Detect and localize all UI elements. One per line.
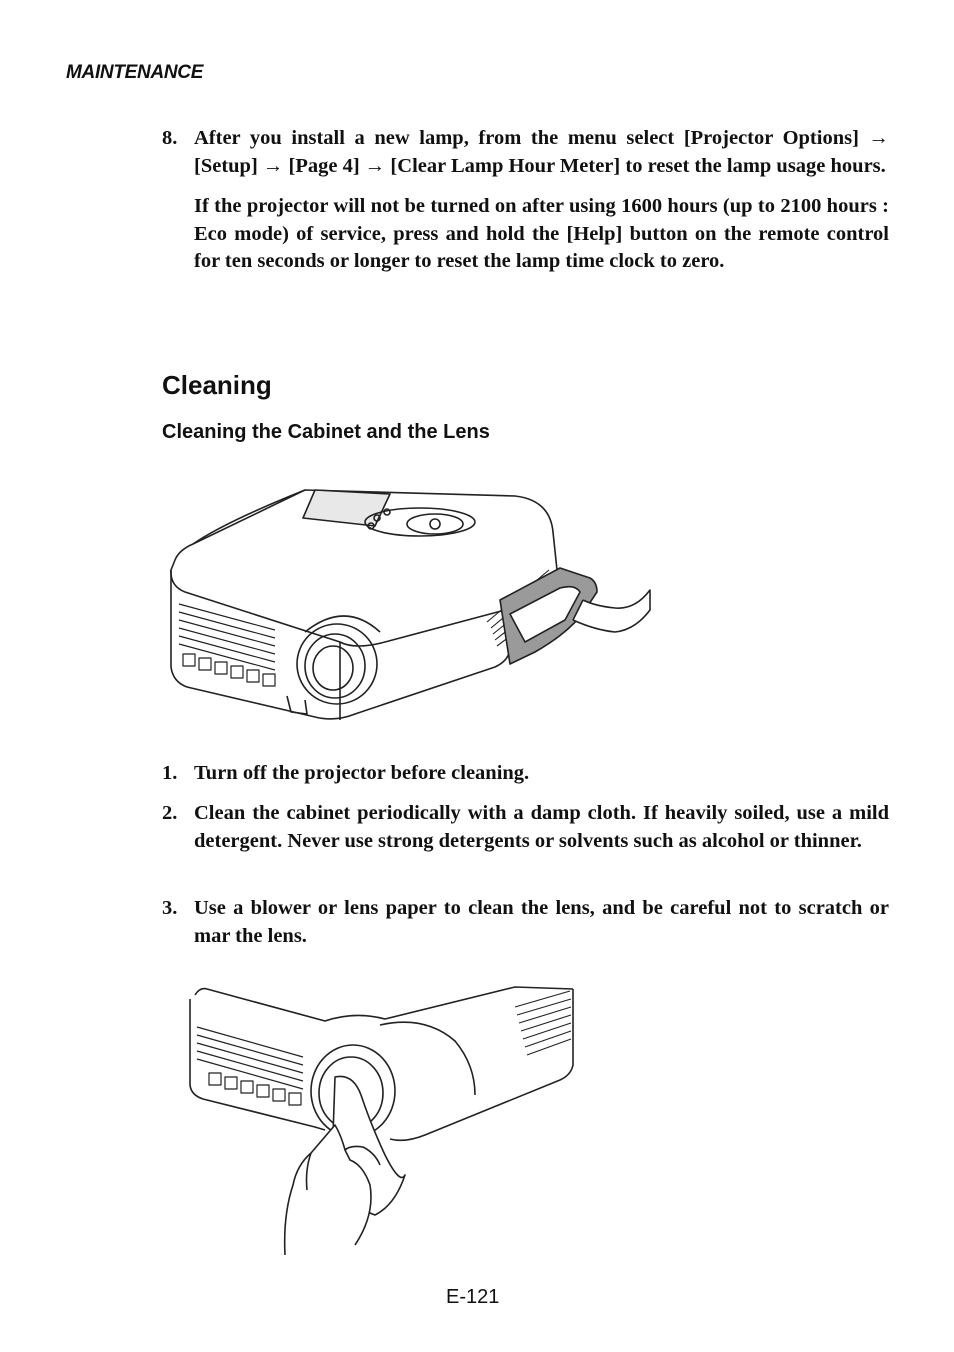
step-8: 8. After you install a new lamp, from th… <box>162 125 889 276</box>
step-text: Clean the cabinet periodically with a da… <box>194 802 889 852</box>
cleaning-step-3: 3. Use a blower or lens paper to clean t… <box>162 895 889 950</box>
step-note: If the projector will not be turned on a… <box>194 195 889 272</box>
lens-cleaning-illustration <box>185 985 580 1255</box>
cleaning-step-1: 1. Turn off the projector before cleanin… <box>162 760 889 788</box>
section-title: Cleaning <box>162 370 272 400</box>
subsection-title: Cleaning the Cabinet and the Lens <box>162 421 490 443</box>
step-text: After you install a new lamp, from the m… <box>194 127 889 177</box>
step-number: 1. <box>162 762 178 784</box>
cleaning-step-2: 2. Clean the cabinet periodically with a… <box>162 800 889 855</box>
step-number: 3. <box>162 897 178 919</box>
step-text: Use a blower or lens paper to clean the … <box>194 897 889 947</box>
projector-vacuum-illustration <box>165 482 655 722</box>
section-header: MAINTENANCE <box>66 62 204 83</box>
step-text: Turn off the projector before cleaning. <box>194 762 530 784</box>
page-number: E-121 <box>446 1286 500 1308</box>
step-number: 8. <box>162 127 178 149</box>
step-number: 2. <box>162 802 178 824</box>
